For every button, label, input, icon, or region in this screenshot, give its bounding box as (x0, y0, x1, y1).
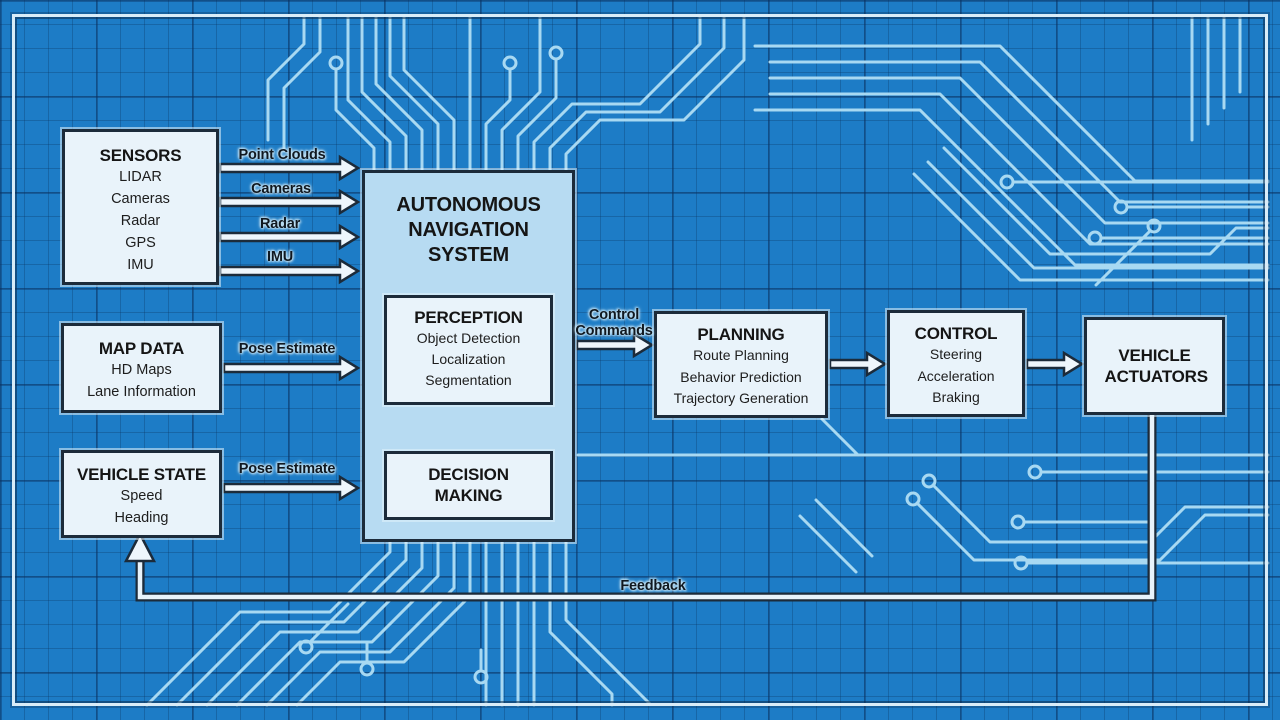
label-vehicle-pose-estimate: Pose Estimate (238, 461, 336, 477)
sensors-item: LIDAR (119, 169, 162, 185)
arrow-cameras (218, 188, 361, 216)
label-feedback: Feedback (620, 578, 686, 594)
arrow-point-clouds (218, 154, 361, 182)
arrow-vehicle-pose (222, 474, 361, 502)
vehicle-actuators-title: VEHICLE ACTUATORS (1104, 346, 1209, 386)
label-radar: Radar (259, 216, 301, 232)
circuit-traces-top-fan (266, 14, 746, 172)
vehicle-state-item: Speed (120, 488, 163, 504)
perception-item: Object Detection (416, 330, 521, 346)
arrow-imu (218, 257, 361, 285)
sensors-box: SENSORS LIDAR Cameras Radar GPS IMU (62, 129, 219, 285)
planning-item: Route Planning (693, 347, 789, 363)
control-box: CONTROL Steering Acceleration Braking (887, 310, 1025, 417)
control-item: Acceleration (917, 367, 995, 384)
vehicle-actuators-box: VEHICLE ACTUATORS (1084, 317, 1225, 415)
arrow-map-pose (222, 354, 361, 382)
feedback-line (137, 415, 1155, 600)
arrow-planning-control (828, 350, 888, 378)
arrow-radar (218, 223, 361, 251)
vehicle-state-box: VEHICLE STATE Speed Heading (61, 450, 222, 538)
sensors-item: GPS (125, 235, 156, 251)
sensors-title: SENSORS (99, 146, 182, 165)
sensors-item: Radar (120, 213, 161, 229)
perception-item: Localization (431, 351, 506, 367)
label-control-commands: Control Commands (575, 307, 653, 339)
map-data-item: Lane Information (87, 384, 196, 400)
control-item: Steering (929, 346, 983, 362)
control-title: CONTROL (914, 324, 998, 343)
perception-box: PERCEPTION Object Detection Localization… (384, 295, 553, 405)
planning-box: PLANNING Route Planning Behavior Predict… (654, 311, 828, 418)
arrow-control-actuators (1025, 350, 1085, 378)
feedback-line-outline (135, 415, 1157, 602)
decision-making-title: DECISION MAKING (428, 465, 509, 505)
circuit-traces-bottom-fan (145, 540, 652, 707)
arrow-control-commands (575, 331, 655, 359)
map-data-box: MAP DATA HD Maps Lane Information (61, 323, 222, 413)
planning-item: Trajectory Generation (673, 390, 809, 406)
sensors-item: IMU (127, 257, 154, 273)
ans-title: AUTONOMOUS NAVIGATION SYSTEM (396, 194, 541, 266)
label-map-pose-estimate: Pose Estimate (238, 341, 336, 357)
sensors-item: Cameras (111, 191, 170, 207)
label-cameras: Cameras (251, 181, 311, 197)
planning-item: Behavior Prediction (680, 368, 802, 385)
circuit-traces-right-middle (912, 146, 1270, 287)
control-item: Braking (932, 389, 980, 405)
planning-title: PLANNING (697, 325, 785, 344)
label-imu: IMU (267, 249, 293, 265)
map-data-title: MAP DATA (98, 339, 185, 358)
circuit-traces-top-right (753, 14, 1270, 267)
vehicle-state-title: VEHICLE STATE (76, 465, 206, 484)
perception-item: Segmentation (425, 372, 512, 388)
feedback-arrowhead (123, 531, 157, 563)
map-data-item: HD Maps (111, 362, 172, 378)
decision-making-box: DECISION MAKING (384, 451, 553, 520)
vehicle-state-item: Heading (114, 510, 169, 526)
perception-title: PERCEPTION (414, 308, 523, 327)
label-point-clouds: Point Clouds (238, 147, 326, 163)
